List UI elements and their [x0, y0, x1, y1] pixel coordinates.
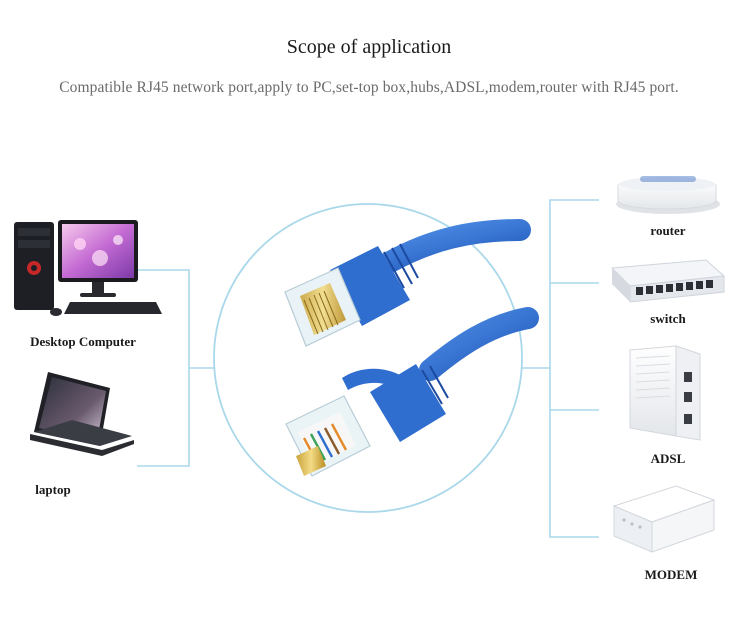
ethernet-cable-image [284, 219, 539, 477]
adsl-label: ADSL [650, 451, 686, 466]
page-subtitle: Compatible RJ45 network port,apply to PC… [59, 79, 679, 96]
modem-image [612, 485, 716, 553]
desktop-computer-image [14, 220, 162, 316]
router-image [616, 176, 720, 214]
center-circle [213, 203, 523, 513]
switch-image [610, 259, 726, 303]
desktop-computer-label: Desktop Computer [30, 334, 136, 349]
modem-label: MODEM [644, 567, 698, 582]
page-title: Scope of application [286, 36, 452, 58]
laptop-image [30, 372, 134, 456]
adsl-image [629, 345, 701, 441]
switch-label: switch [650, 311, 686, 326]
laptop-label: laptop [35, 482, 71, 497]
router-label: router [650, 223, 686, 238]
